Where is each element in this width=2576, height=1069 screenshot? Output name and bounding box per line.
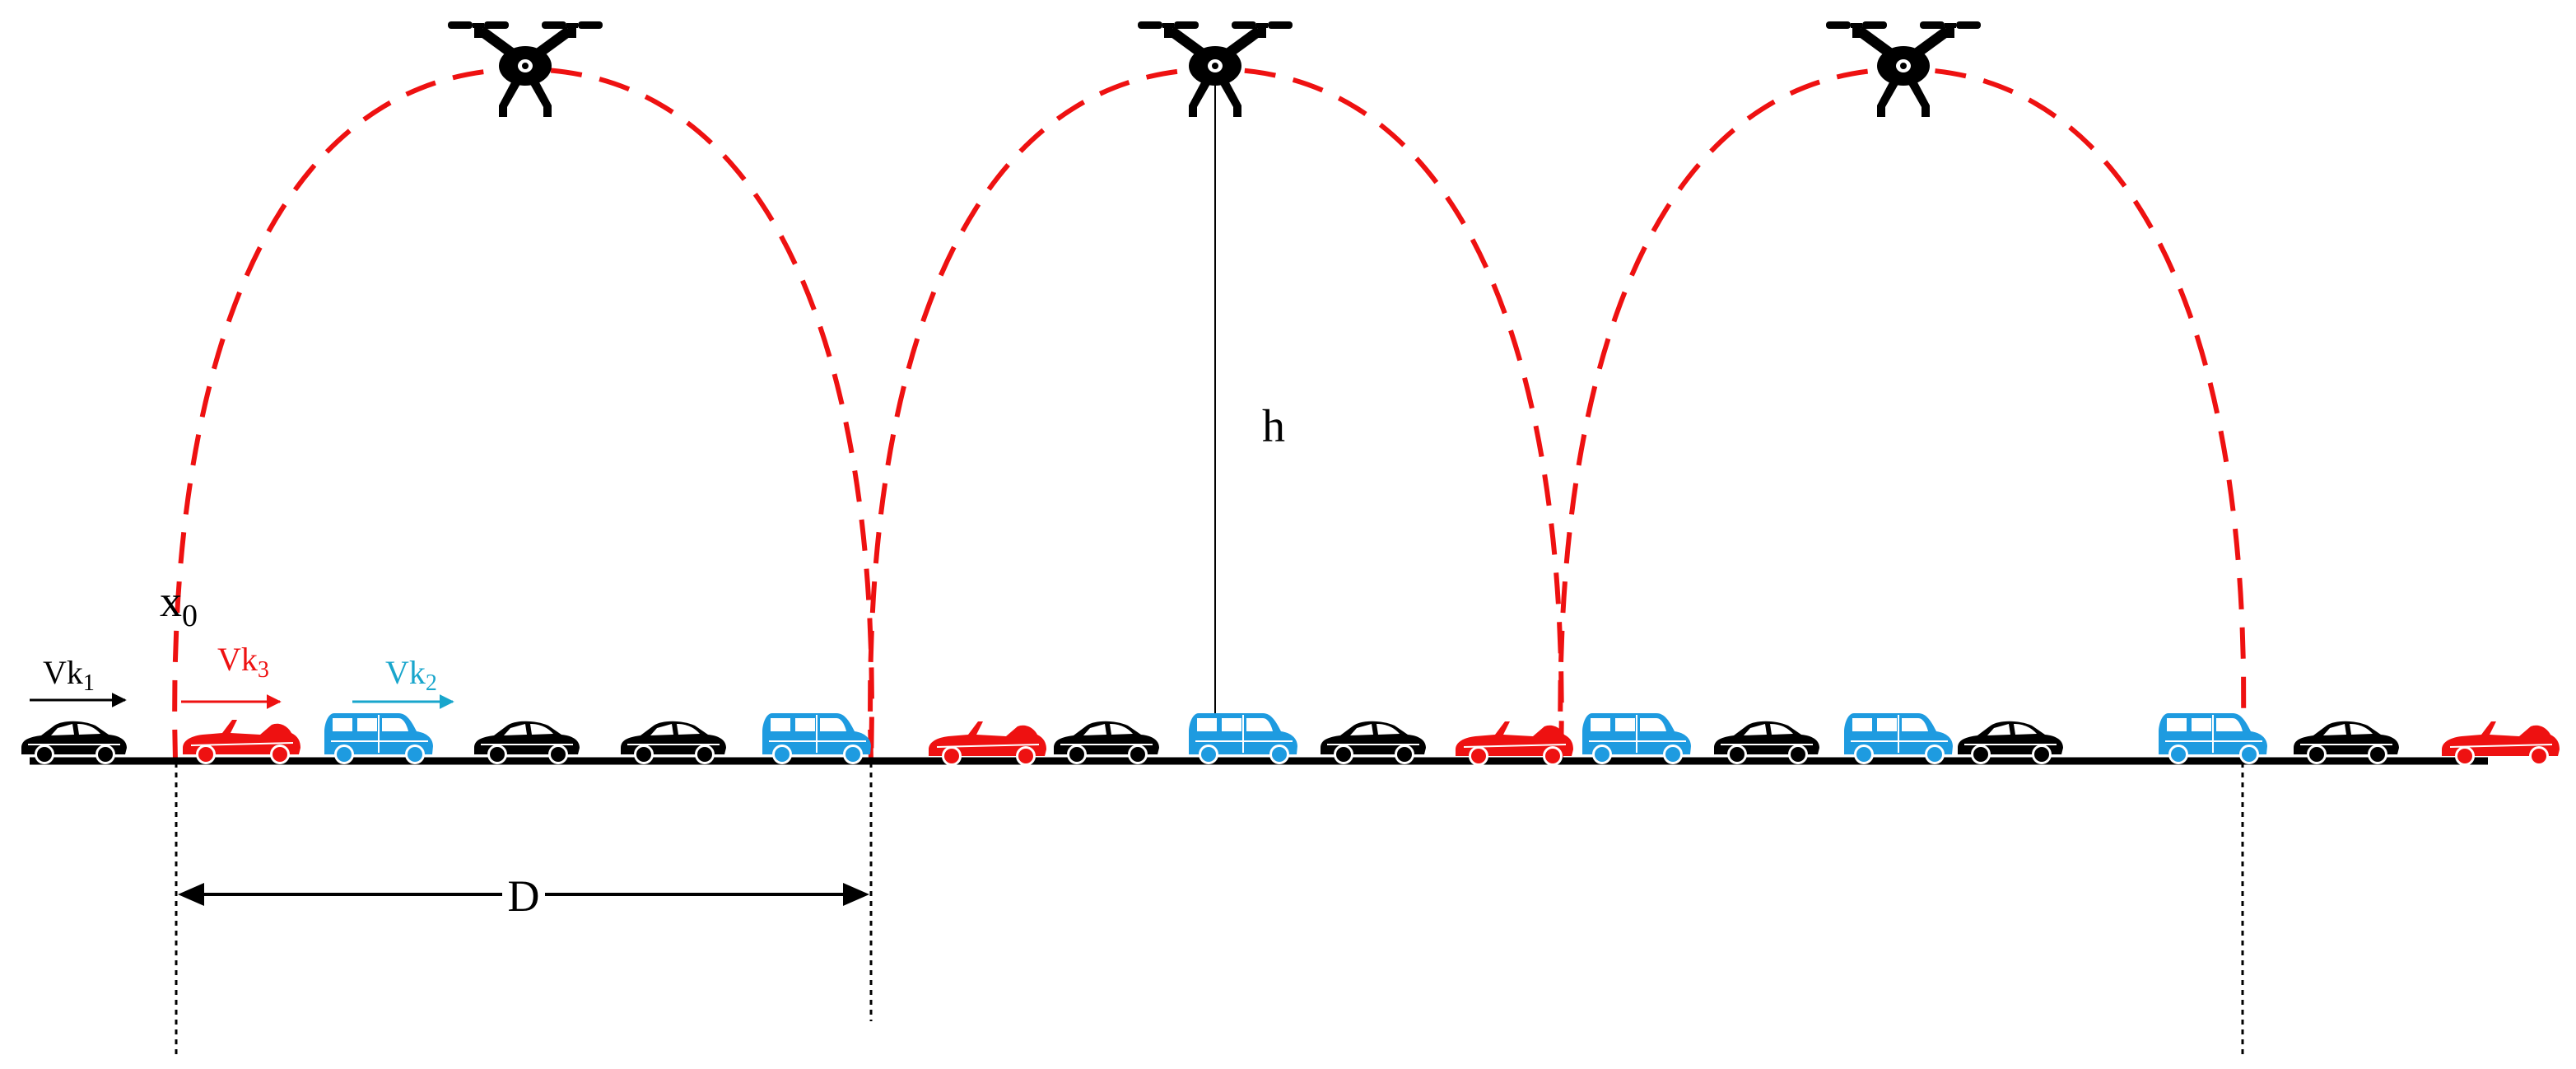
velocity-vk1: Vk1 bbox=[30, 654, 127, 707]
drone-icon bbox=[1826, 21, 1981, 117]
distance-indicator: D bbox=[178, 871, 869, 921]
coverage-arcs bbox=[172, 66, 2247, 762]
x0-subscript: 0 bbox=[182, 599, 198, 633]
velocity-vk2: Vk2 bbox=[352, 654, 454, 709]
height-label: h bbox=[1262, 401, 1285, 452]
van-icon bbox=[1188, 712, 1298, 765]
x0-main: x bbox=[160, 577, 182, 626]
vk1-label: Vk bbox=[43, 654, 83, 691]
coverage-arc-1 bbox=[172, 66, 874, 762]
x0-label: x0 bbox=[160, 577, 198, 633]
reference-lines bbox=[175, 763, 2244, 1054]
distance-label: D bbox=[508, 871, 540, 921]
sports-car-icon bbox=[2441, 721, 2560, 767]
vk3-label: Vk bbox=[217, 641, 258, 678]
drone-icon bbox=[448, 21, 603, 117]
vk1-subscript: 1 bbox=[83, 670, 95, 696]
svg-text:Vk3: Vk3 bbox=[217, 641, 269, 683]
coverage-arc-3 bbox=[1558, 66, 2247, 762]
van-icon bbox=[1581, 712, 1692, 765]
vk2-subscript: 2 bbox=[426, 670, 437, 696]
van-icon bbox=[324, 712, 434, 765]
vk3-subscript: 3 bbox=[258, 657, 269, 683]
velocity-vk3: Vk3 bbox=[181, 641, 282, 709]
vk2-label: Vk bbox=[385, 654, 426, 691]
van-icon bbox=[762, 712, 872, 765]
svg-text:Vk1: Vk1 bbox=[43, 654, 95, 696]
van-icon bbox=[2158, 712, 2268, 765]
van-icon bbox=[1843, 712, 1954, 765]
svg-text:Vk2: Vk2 bbox=[385, 654, 437, 696]
